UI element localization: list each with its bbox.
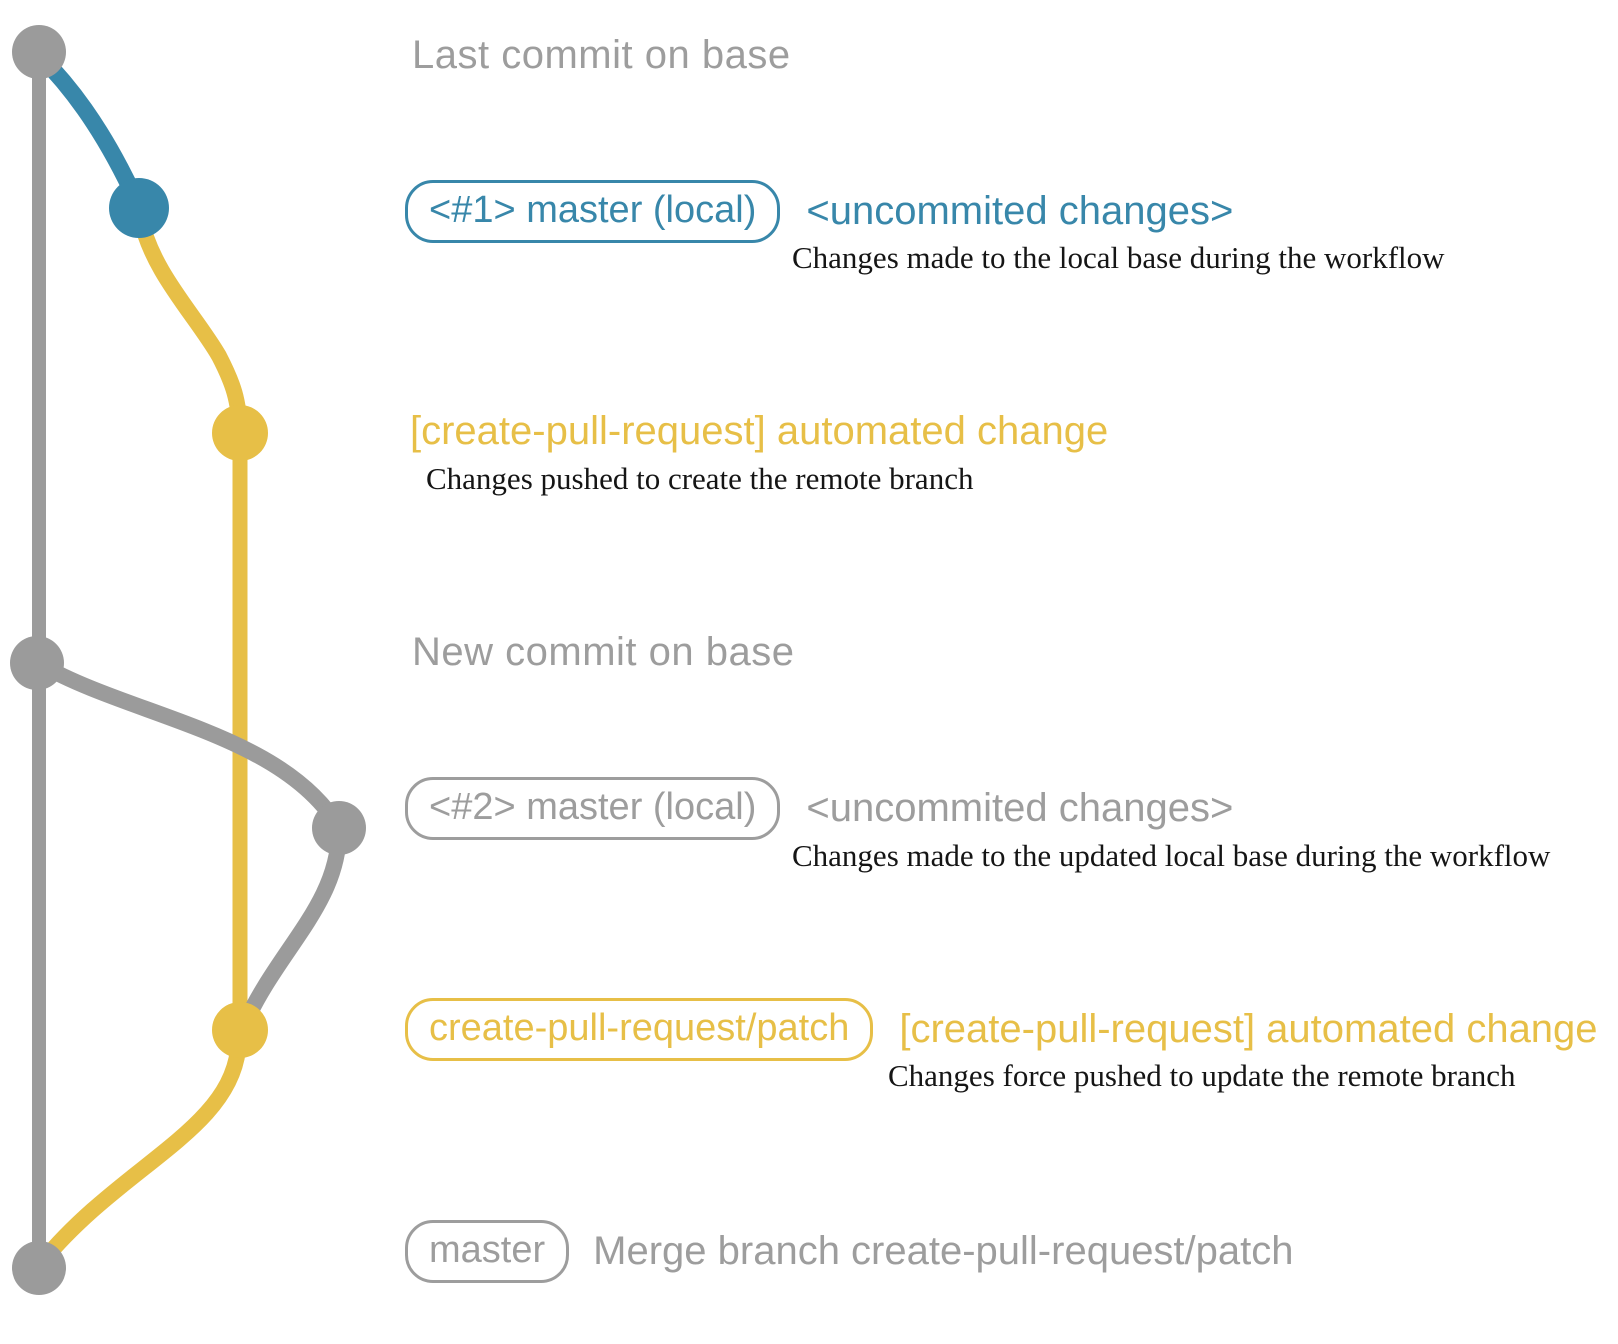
caption-patch2: Changes force pushed to update the remot…	[888, 1058, 1516, 1093]
note-local2: <uncommited changes>	[806, 786, 1234, 830]
commit-patch2-node	[212, 1002, 268, 1058]
edge-base-to-local1	[31, 47, 145, 209]
note-merge: Merge branch create-pull-request/patch	[593, 1229, 1294, 1273]
row-merge: master Merge branch create-pull-request/…	[405, 1220, 1294, 1283]
branch-badge-master: master	[405, 1220, 570, 1283]
branch-badge-patch: create-pull-request/patch	[405, 998, 874, 1061]
git-graph	[10, 25, 366, 1295]
branch-badge-local1: <#1> master (local)	[405, 180, 781, 243]
edge-local1-to-patch1	[133, 211, 248, 441]
edge-newbase-to-local2	[32, 656, 346, 834]
commit-local1-node	[109, 178, 169, 238]
caption-patch1: Changes pushed to create the remote bran…	[426, 461, 974, 496]
note-patch2: [create-pull-request] automated change	[899, 1007, 1598, 1051]
commit-last-base-node	[12, 25, 66, 79]
edge-patch2-to-merge	[34, 1042, 246, 1270]
caption-local1: Changes made to the local base during th…	[792, 240, 1445, 275]
edge-local2-to-patch2	[235, 824, 347, 1036]
commit-patch1-node	[212, 405, 268, 461]
note-local1: <uncommited changes>	[806, 189, 1234, 233]
branch-badge-local2: <#2> master (local)	[405, 777, 781, 840]
row-patch2: create-pull-request/patch [create-pull-r…	[405, 998, 1598, 1061]
commit-merge-node	[12, 1241, 66, 1295]
header-new-commit: New commit on base	[412, 630, 795, 674]
row-local2: <#2> master (local) <uncommited changes>	[405, 777, 1233, 840]
header-last-commit: Last commit on base	[412, 33, 791, 77]
caption-local2: Changes made to the updated local base d…	[792, 838, 1551, 873]
row-local1: <#1> master (local) <uncommited changes>	[405, 180, 1233, 243]
commit-local2-node	[312, 801, 366, 855]
note-patch1: [create-pull-request] automated change	[410, 409, 1109, 453]
commit-new-base-node	[10, 636, 64, 690]
